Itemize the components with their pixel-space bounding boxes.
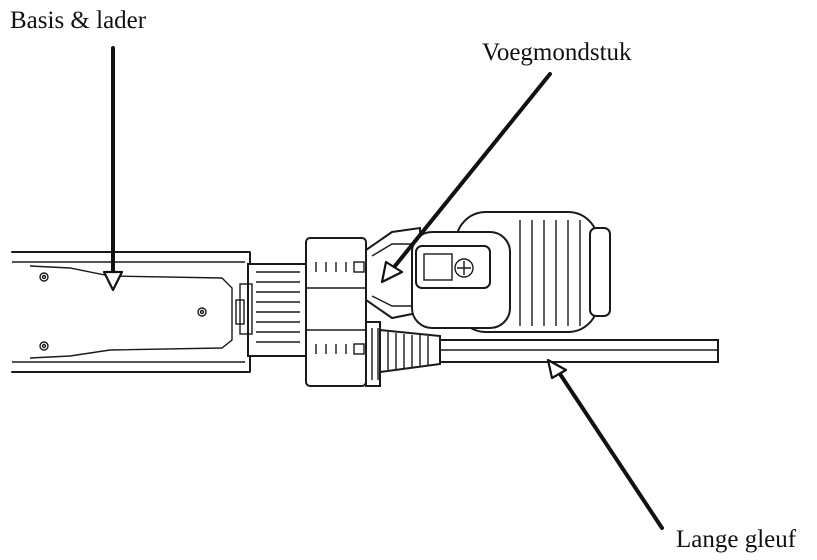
label-voegmondstuk: Voegmondstuk	[482, 39, 632, 66]
coupling-collar	[305, 237, 367, 387]
arrow-voegmondstuk	[380, 72, 552, 284]
base-charger	[11, 251, 251, 373]
label-basis-lader: Basis & lader	[10, 7, 147, 34]
motor-head	[411, 211, 611, 333]
label-lange-gleuf: Lange gleuf	[676, 526, 797, 553]
long-slot-nozzle	[365, 321, 719, 387]
arrow-lange-gleuf	[546, 358, 664, 530]
arrow-basis	[102, 46, 124, 292]
handheld-body	[239, 263, 309, 357]
